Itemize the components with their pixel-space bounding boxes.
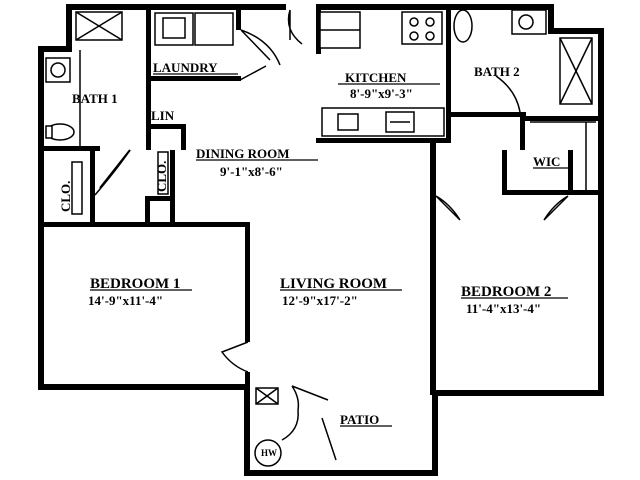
room-labels: LAUNDRY BATH 1 LIN KITCHEN 8'-9"x9'-3" B…: [58, 60, 569, 458]
closet-a-label: CLO.: [58, 181, 73, 212]
dryer-fixture: [194, 12, 234, 46]
washer-tub: [162, 17, 186, 39]
bedroom1-dimensions: 14'-9"x11'-4": [88, 293, 163, 308]
closet-b-label: CLO.: [154, 161, 169, 192]
fixtures: [45, 9, 596, 467]
kitchen-label: KITCHEN: [345, 70, 407, 85]
kitchen-dimensions: 8'-9"x9'-3": [350, 86, 413, 101]
walls: [38, 4, 604, 476]
range: [401, 11, 443, 45]
living-room-dimensions: 12'-9"x17'-2": [282, 293, 358, 308]
laundry-label: LAUNDRY: [153, 60, 218, 75]
wic-label: WIC: [533, 154, 560, 169]
bath1-sink: [45, 57, 71, 83]
bedroom2-dimensions: 11'-4"x13'-4": [466, 301, 541, 316]
bath2-sink: [511, 9, 547, 35]
bath2-toilet: [453, 9, 473, 43]
dining-room-dimensions: 9'-1"x8'-6": [220, 164, 283, 179]
bath2-label: BATH 2: [474, 64, 520, 79]
bedroom2-label: BEDROOM 2: [461, 284, 551, 300]
water-heater: [254, 439, 282, 467]
dining-room-label: DINING ROOM: [196, 146, 290, 161]
water-heater-label: HW: [261, 448, 277, 458]
bath1-label: BATH 1: [72, 91, 118, 106]
living-room-label: LIVING ROOM: [280, 276, 387, 292]
patio-label: PATIO: [340, 412, 379, 427]
linen-label: LIN: [151, 108, 175, 123]
bedroom1-label: BEDROOM 1: [90, 276, 180, 292]
